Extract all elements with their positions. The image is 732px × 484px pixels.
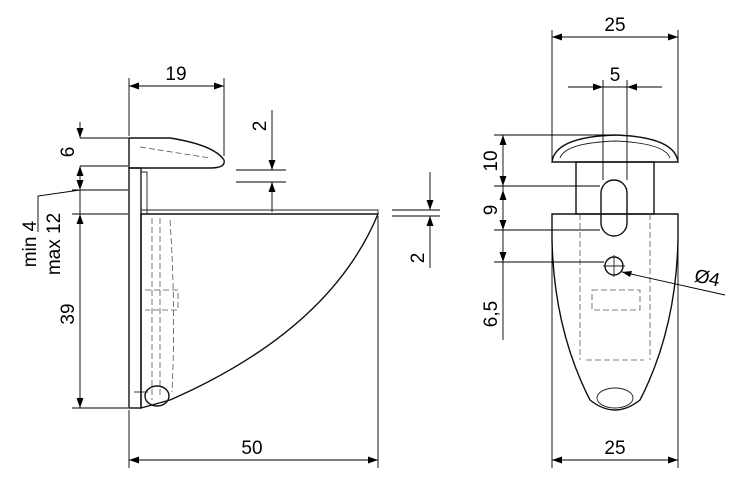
- dim-side-min: min 4: [20, 220, 41, 267]
- dim-side-base-width: 50: [241, 438, 262, 459]
- dim-side-height: 39: [58, 303, 79, 324]
- dim-side-width-top: 19: [165, 64, 186, 85]
- front-slot: [600, 179, 628, 237]
- dim-side-gap: 2: [250, 121, 271, 132]
- dim-side-max: max 12: [44, 213, 65, 275]
- dim-front-hole-offset: 6,5: [481, 301, 502, 327]
- dim-side-flange-height: 6: [58, 147, 79, 158]
- dim-front-slot-height: 9: [481, 205, 502, 216]
- side-screw: [144, 385, 170, 407]
- side-view: 19 6 2 min 4 max 12 39 50 2: [20, 64, 440, 468]
- dim-side-right-gap: 2: [408, 253, 429, 264]
- dim-front-cap-height: 10: [481, 150, 502, 171]
- front-body: [551, 213, 679, 411]
- side-top-flange: [128, 137, 225, 169]
- dim-front-slot-width: 5: [610, 65, 621, 86]
- dim-front-width-bottom: 25: [604, 438, 625, 459]
- dim-front-hole-diameter: Ø4: [693, 266, 723, 292]
- side-bracket-body: [140, 213, 380, 409]
- side-back-post: [128, 167, 142, 409]
- dim-front-width-top: 25: [604, 15, 625, 36]
- front-cap: [551, 134, 679, 163]
- front-neck: [575, 161, 655, 215]
- front-view: 25 5 10 9 6,5 Ø4 25: [481, 15, 726, 468]
